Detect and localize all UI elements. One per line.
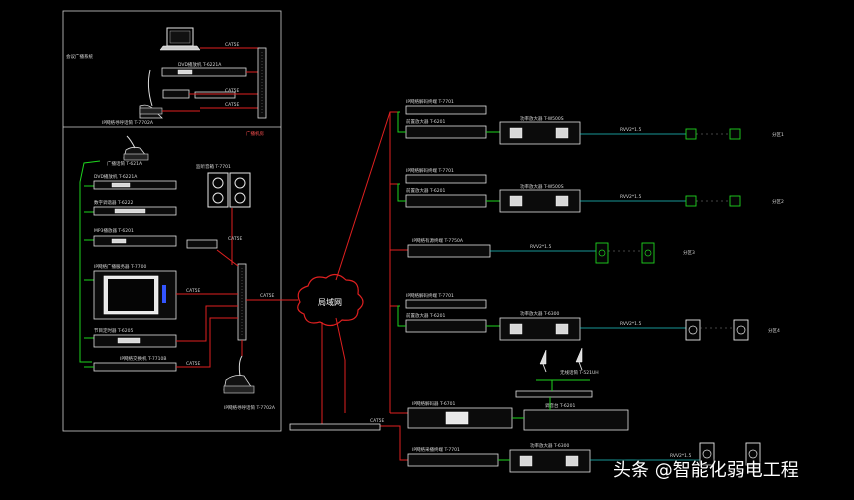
z2-preamp <box>405 194 487 208</box>
top-area-label: 会议广播系统 <box>66 53 93 60</box>
z2-speaker-1 <box>685 195 697 207</box>
z5-mixer-label: 调音台 T-6201 <box>545 402 575 409</box>
mic-bottom-label: IP网络寻呼话筒 T-7702A <box>224 404 276 411</box>
z1-preamp <box>405 125 487 139</box>
z6-term-label: IP网络采播终端 T-7701 <box>412 446 460 453</box>
monitor-room-label: 监听音箱 T-7701 <box>196 163 231 170</box>
z3-terminal <box>407 244 491 258</box>
z1-pre-label: 前置放大器 T-6201 <box>406 118 445 125</box>
cable-label-1: CAT5E <box>225 42 239 48</box>
z4-term-label: IP网络解码终端 T-7701 <box>406 292 454 299</box>
z5-mixer <box>523 409 629 431</box>
z4-speaker-1 <box>685 319 701 341</box>
z2-speaker-2 <box>729 195 741 207</box>
z1-speaker-1 <box>685 128 697 140</box>
z5-term-label: IP网络解码器 T-6701 <box>412 400 456 407</box>
laptop-icon <box>159 27 201 51</box>
cable-label-4: CAT5E <box>186 288 200 294</box>
z2-zone-label: 分区2 <box>772 198 784 205</box>
z3-speaker-2 <box>641 242 655 264</box>
z2-terminal <box>405 174 487 184</box>
paging-mic-top <box>139 69 163 119</box>
z3-speaker-1 <box>595 242 609 264</box>
wireless-mic-1 <box>539 349 547 373</box>
tuner-room-label: 数字调谐器 T-6222 <box>94 199 133 206</box>
z2-amp-label: 功率放大器 T-W500S <box>520 183 564 190</box>
player-room-label: MP3播放器 T-6201 <box>94 227 134 234</box>
z4-pre-label: 前置放大器 T-6201 <box>406 312 445 319</box>
dvd-room-label: DVD播放机 T-6221A <box>94 173 138 180</box>
cloud-label: 局域网 <box>318 297 342 307</box>
mic-top-label: IP网络寻呼话筒 T-7702A <box>102 119 154 126</box>
mic-room-label: 广播话筒 T-621A <box>107 160 143 167</box>
paging-mic-bottom <box>223 355 255 394</box>
cable-label-2: CAT5E <box>225 88 239 94</box>
z4-amp-label: 功率放大器 T-6300 <box>520 310 559 317</box>
z6-terminal <box>407 453 499 467</box>
z1-term-label: IP网络解码终端 T-7701 <box>406 98 454 105</box>
z3-term-label: IP网络有源终端 T-7750A <box>412 237 464 244</box>
mics-wireless-label: 无线话筒 T-521UH <box>560 369 599 376</box>
wireless-mic-2 <box>575 347 583 371</box>
broadcast-room-frame <box>62 10 282 432</box>
server-room-label: IP网络广播服务器 T-7700 <box>94 263 147 270</box>
switch-room <box>93 362 177 372</box>
z2-term-label: IP网络解码终端 T-7701 <box>406 167 454 174</box>
z6-wire-label: RVV2*1.5 <box>670 453 691 459</box>
z1-terminal <box>405 105 487 115</box>
dvd-top-label: DVD播放机 T-6221A <box>178 61 222 68</box>
cable-label-3: CAT5E <box>225 102 239 108</box>
z6-amp-label: 功率放大器 T-6300 <box>530 442 569 449</box>
z4-preamp <box>405 319 487 333</box>
z3-zone-label: 分区3 <box>683 249 695 256</box>
z4-speaker-2 <box>733 319 749 341</box>
z3-wire-label: RVV2*1.5 <box>530 244 551 250</box>
player-room <box>93 235 177 247</box>
z4-terminal <box>405 299 487 309</box>
watermark: 头条 @智能化弱电工程 <box>613 456 799 486</box>
top-device-2 <box>162 89 190 99</box>
broadcast-mic <box>123 135 149 161</box>
top-device-3 <box>194 91 236 99</box>
watermark-text: 头条 @智能化弱电工程 <box>613 460 799 481</box>
cable-label-5: CAT5E <box>186 361 200 367</box>
cable-label-6: CAT5E <box>228 236 242 242</box>
z1-speaker-2 <box>729 128 741 140</box>
dvd-player-top <box>161 67 247 77</box>
broadcast-room-label: 广播机房 <box>246 130 264 137</box>
timer-room-label: 节目定时器 T-6205 <box>94 327 133 334</box>
switch-room-label: IP网络交换机 T-7710B <box>120 355 166 362</box>
dvd-room <box>93 180 177 190</box>
z1-amp <box>499 121 581 145</box>
bottom-switch <box>289 423 381 431</box>
z6-speaker-2 <box>745 442 761 466</box>
monitor-speakers <box>207 172 251 208</box>
z4-zone-label: 分区4 <box>768 327 780 334</box>
z4-wire-label: RVV2*1.5 <box>620 321 641 327</box>
z4-amp <box>499 317 581 341</box>
z6-speaker-1 <box>699 442 715 466</box>
middle-device <box>186 239 218 249</box>
z1-amp-label: 功率放大器 T-W500S <box>520 115 564 122</box>
z1-wire-label: RVV2*1.5 <box>620 127 641 133</box>
cable-label-7: CAT5E <box>260 293 274 299</box>
z6-amp <box>509 449 591 473</box>
z2-pre-label: 前置放大器 T-6201 <box>406 187 445 194</box>
wireless-receiver <box>515 390 593 398</box>
lan-cloud <box>297 273 364 327</box>
z1-zone-label: 分区1 <box>772 131 784 138</box>
z2-wire-label: RVV2*1.5 <box>620 194 641 200</box>
cable-label-bottom: CAT5E <box>370 418 384 424</box>
